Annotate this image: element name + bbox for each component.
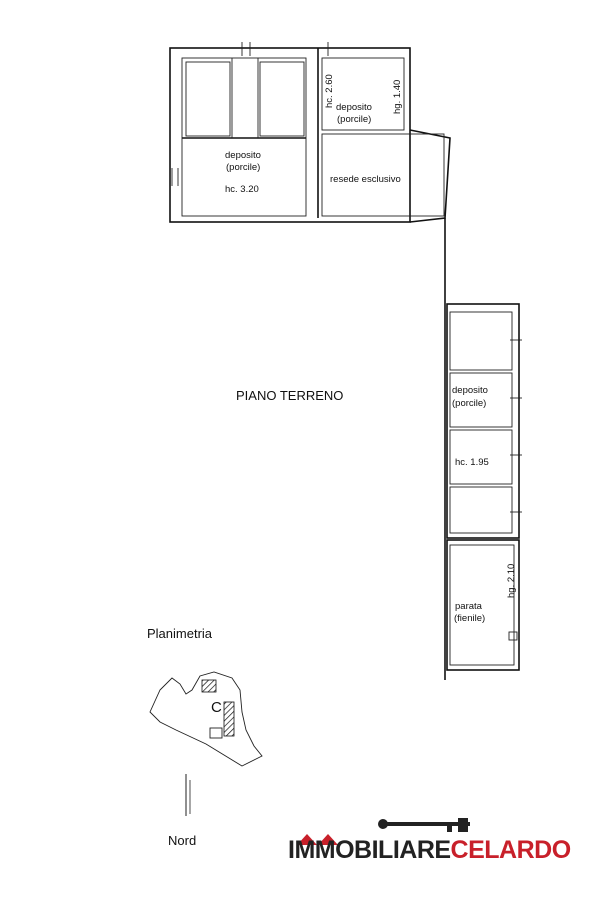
- label-porcile-2: (porcile): [337, 114, 371, 125]
- room-parata: [449, 544, 515, 666]
- brand-logo: IMMOBILIARECELARDO: [288, 836, 571, 870]
- label-deposito-1: deposito: [225, 150, 261, 161]
- site-plan-building: [223, 701, 235, 737]
- label-deposito-3: deposito: [452, 385, 488, 396]
- room-cell: [449, 486, 513, 534]
- site-plan-annex: [209, 727, 223, 739]
- room-cell: [449, 311, 513, 371]
- label-parata: parata: [455, 601, 483, 612]
- label-deposito-2: deposito: [336, 102, 372, 113]
- room-resede: [321, 133, 445, 217]
- label-fienile: (fienile): [454, 613, 485, 624]
- pen-left: [185, 61, 231, 137]
- north-arrow-icon: [185, 774, 191, 816]
- roof-icon: [297, 834, 338, 845]
- site-plan-outline: [149, 671, 263, 767]
- key-icon: [378, 818, 470, 832]
- site-plan-marker: C: [211, 699, 222, 716]
- room-cell: [449, 429, 513, 485]
- label-height-195: hc. 1.95: [455, 457, 489, 468]
- brand-part2: CELARDO: [450, 836, 572, 864]
- site-plan-building: [201, 679, 217, 693]
- label-porcile-3: (porcile): [452, 398, 486, 409]
- north-label: Nord: [168, 833, 196, 848]
- room-cell: [449, 372, 513, 428]
- label-height-hg140: hg. 1.40: [392, 80, 403, 114]
- pen-right: [259, 61, 305, 137]
- room-deposito-top-right: [321, 57, 405, 131]
- room-deposito-top-left: [181, 57, 307, 217]
- label-height-hc260: hc. 2.60: [324, 74, 335, 108]
- brand-part1: IMMOBILIARE: [288, 836, 451, 864]
- top-building-outline: [169, 47, 411, 223]
- label-height-hg210: hg. 2.10: [506, 564, 517, 598]
- small-opening: [508, 631, 518, 641]
- top-building: [169, 42, 451, 223]
- label-resede: resede esclusivo: [330, 174, 401, 185]
- label-height-1: hc. 3.20: [225, 184, 259, 195]
- site-plan-map: C: [149, 671, 263, 767]
- label-porcile-1: (porcile): [226, 162, 260, 173]
- room-parata-outline: [446, 539, 520, 671]
- right-building: [444, 218, 522, 680]
- floor-label: PIANO TERRENO: [236, 388, 343, 403]
- right-building-outline: [446, 303, 520, 539]
- site-plan-title: Planimetria: [147, 626, 213, 641]
